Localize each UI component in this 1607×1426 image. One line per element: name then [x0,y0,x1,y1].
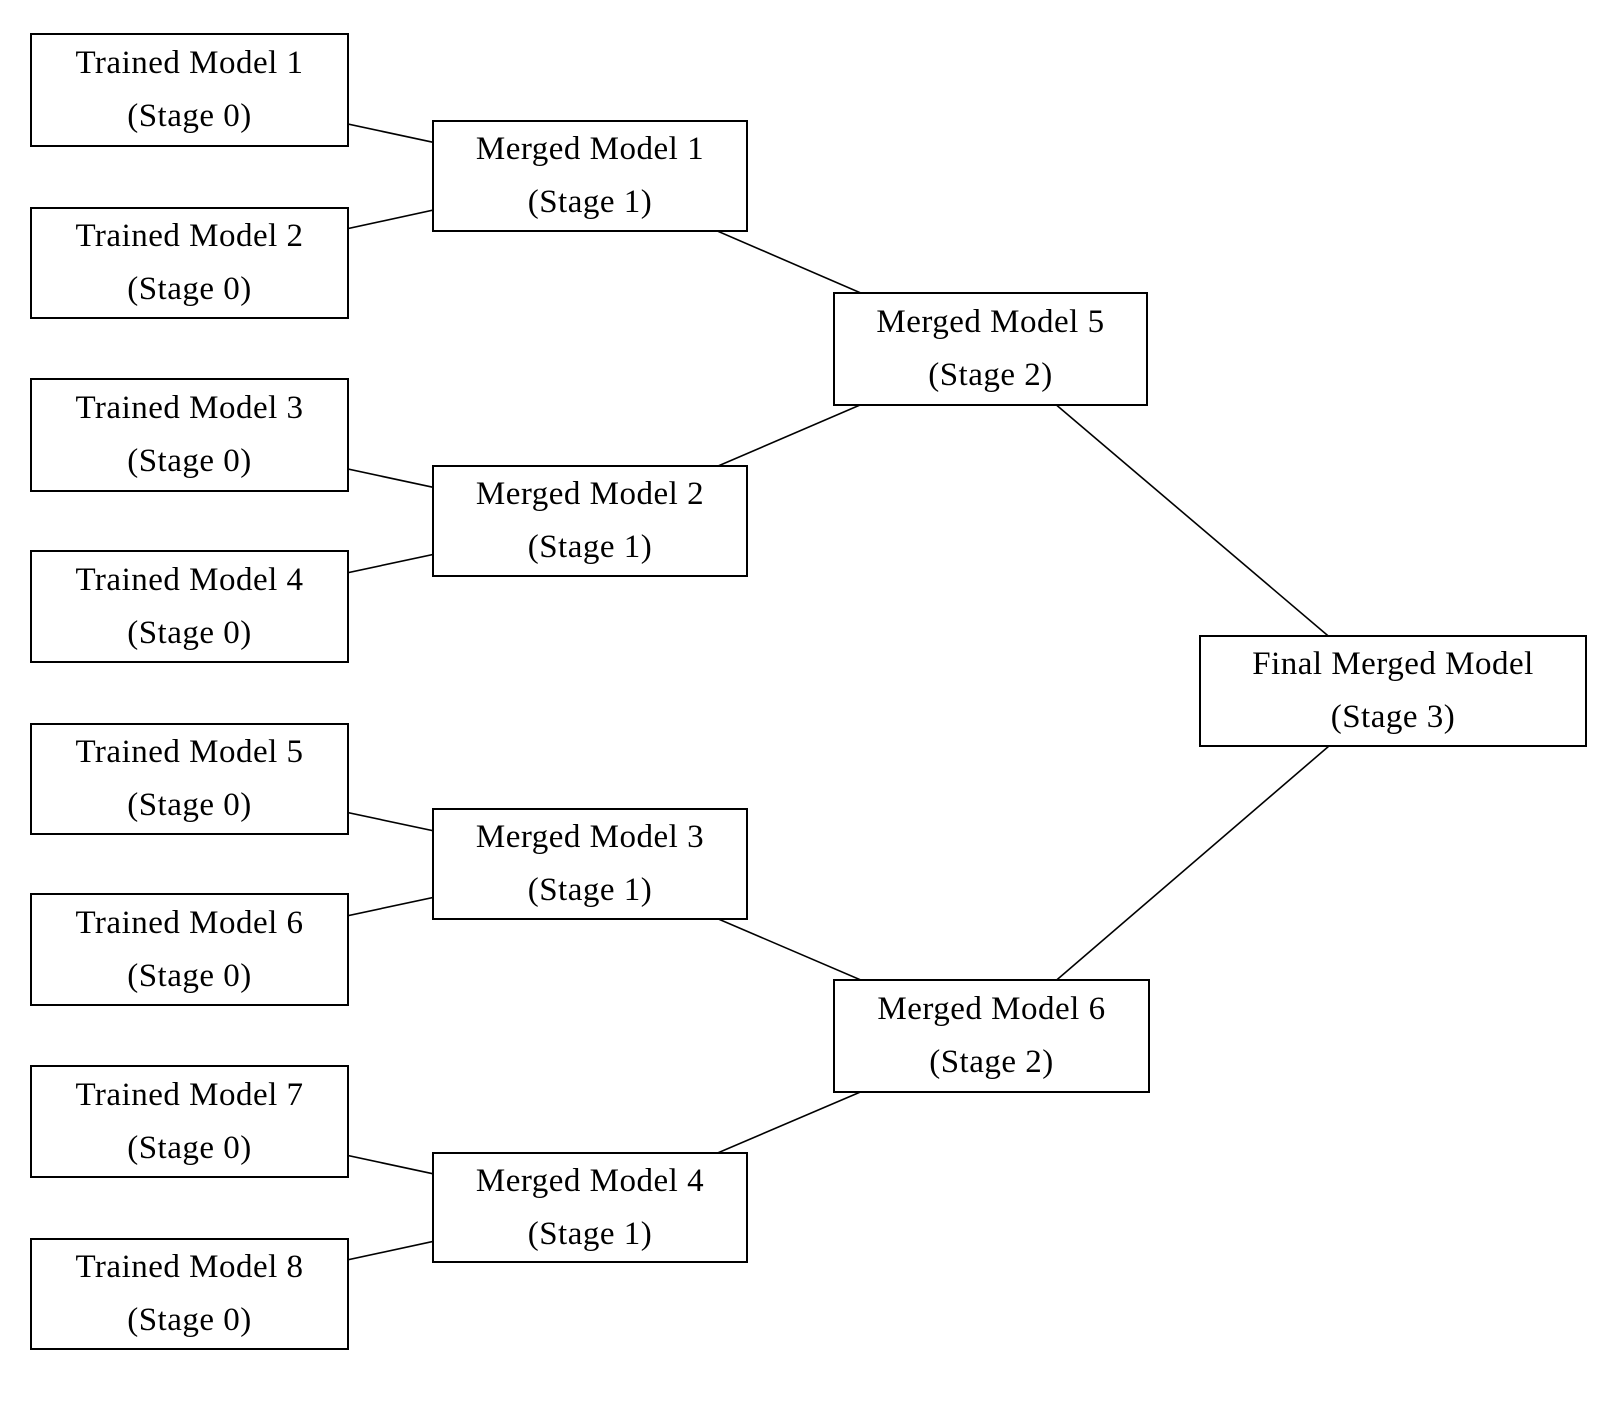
node-stage-label: (Stage 0) [127,98,252,134]
node-tm4: Trained Model 4 (Stage 0) [30,550,349,663]
node-label: Trained Model 3 [75,390,304,427]
node-mm1: Merged Model 1 (Stage 1) [432,120,748,232]
node-label: Trained Model 1 [75,45,304,82]
node-stage-label: (Stage 0) [127,787,252,823]
node-label: Trained Model 8 [75,1249,304,1286]
node-mm3: Merged Model 3 (Stage 1) [432,808,748,920]
node-mm6: Merged Model 6 (Stage 2) [833,979,1150,1093]
node-label: Final Merged Model [1252,646,1534,683]
node-stage-label: (Stage 0) [127,271,252,307]
node-stage-label: (Stage 1) [527,872,653,908]
node-label: Merged Model 4 [475,1162,705,1199]
node-stage-label: (Stage 2) [928,357,1053,393]
node-label: Merged Model 3 [475,819,705,856]
node-tm1: Trained Model 1 (Stage 0) [30,33,349,147]
node-stage-label: (Stage 0) [127,1302,252,1338]
node-tm8: Trained Model 8 (Stage 0) [30,1238,349,1350]
node-label: Merged Model 6 [877,991,1106,1028]
node-tm7: Trained Model 7 (Stage 0) [30,1065,349,1178]
node-mm5: Merged Model 5 (Stage 2) [833,292,1148,406]
node-tm6: Trained Model 6 (Stage 0) [30,893,349,1006]
node-tm5: Trained Model 5 (Stage 0) [30,723,349,835]
node-stage-label: (Stage 3) [1330,699,1456,735]
node-label: Merged Model 5 [876,304,1105,341]
node-final: Final Merged Model (Stage 3) [1199,635,1587,747]
node-mm4: Merged Model 4 (Stage 1) [432,1152,748,1263]
node-label: Merged Model 2 [475,476,705,513]
node-stage-label: (Stage 0) [127,957,252,994]
node-stage-label: (Stage 0) [127,1129,252,1166]
edge-mm5-final [989,348,1394,692]
node-stage-label: (Stage 0) [127,443,252,479]
node-stage-label: (Stage 1) [527,1215,653,1252]
node-stage-label: (Stage 0) [127,614,252,651]
node-tm3: Trained Model 3 (Stage 0) [30,378,349,492]
node-label: Merged Model 1 [475,131,705,168]
node-tm2: Trained Model 2 (Stage 0) [30,207,349,319]
node-label: Trained Model 2 [75,218,304,255]
node-stage-label: (Stage 1) [527,529,653,565]
node-stage-label: (Stage 1) [527,184,653,220]
edge-mm6-final [990,690,1394,1037]
node-mm2: Merged Model 2 (Stage 1) [432,465,748,577]
node-label: Trained Model 5 [75,734,304,771]
node-label: Trained Model 6 [75,904,304,941]
node-label: Trained Model 7 [75,1076,304,1113]
node-stage-label: (Stage 2) [929,1044,1054,1080]
node-label: Trained Model 4 [75,561,304,598]
